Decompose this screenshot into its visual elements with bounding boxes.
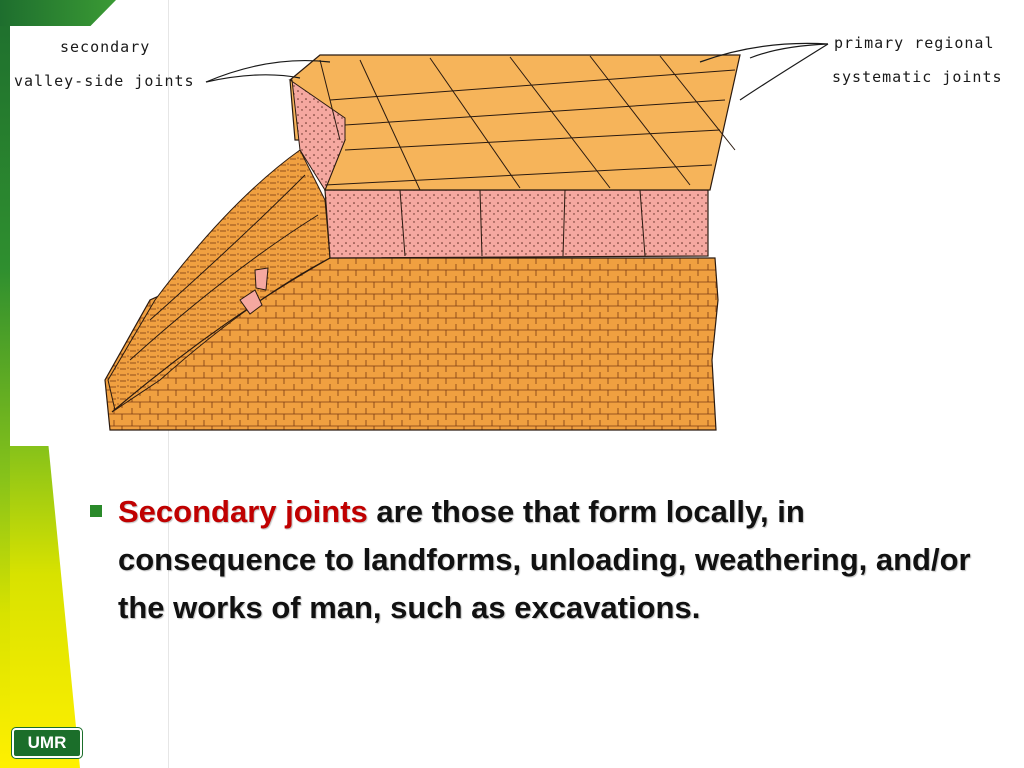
highlight-term: Secondary joints: [118, 494, 368, 529]
label-valley-side-joints: valley-side joints: [14, 72, 195, 90]
label-primary-regional: primary regional: [834, 34, 995, 52]
bullet-text: Secondary joints are those that form loc…: [118, 488, 990, 632]
joint-block-diagram: [104, 42, 829, 431]
label-systematic-joints: systematic joints: [832, 68, 1003, 86]
bullet-body: are those that form locally, in conseque…: [118, 494, 971, 625]
upper-pink-step: [288, 79, 346, 192]
umr-logo: UMR: [12, 728, 82, 758]
pink-middle-layer: [324, 189, 709, 259]
leader-lines: [205, 42, 829, 101]
bullet-point: Secondary joints are those that form loc…: [90, 488, 990, 632]
upper-terrace-surface: [289, 54, 741, 191]
rockfall-debris: [239, 289, 263, 315]
label-secondary: secondary: [60, 38, 151, 56]
bullet-square-icon: [90, 505, 102, 517]
joint-grid: [319, 55, 736, 191]
